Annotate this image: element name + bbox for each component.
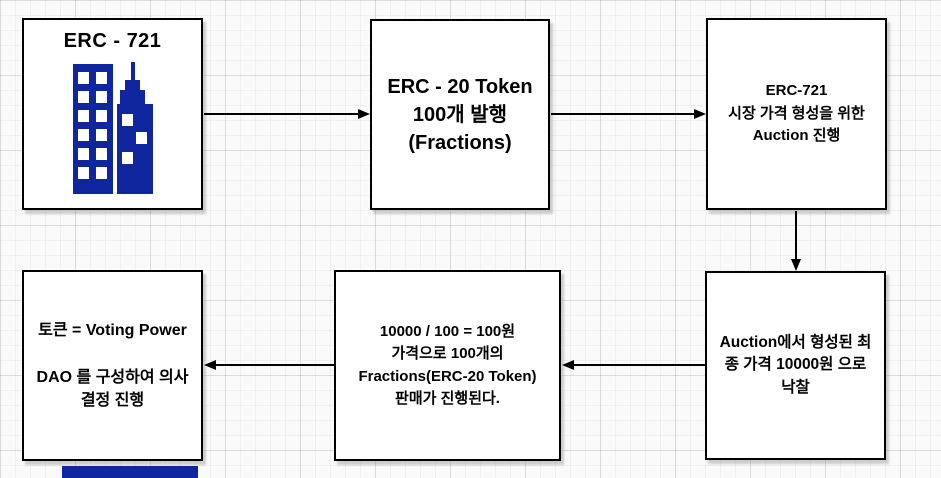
arrowhead-right-icon <box>694 109 706 119</box>
arrowhead-right-icon <box>358 109 370 119</box>
edge-line <box>216 364 334 366</box>
edge-line <box>204 113 358 115</box>
node-fraction-sale[interactable]: 10000 / 100 = 100원 가격으로 100개의 Fractions(… <box>334 270 561 461</box>
node-erc20-mint-text: ERC - 20 Token 100개 발행 (Fractions) <box>387 75 533 154</box>
edge-line <box>795 211 797 259</box>
arrowhead-down-icon <box>791 259 801 271</box>
edge-line <box>574 364 705 366</box>
node-dao-text: 토큰 = Voting Power DAO 를 구성하여 의사 결정 진행 <box>36 322 189 409</box>
node-erc721-title: ERC - 721 <box>63 30 162 52</box>
node-fraction-sale-text: 10000 / 100 = 100원 가격으로 100개의 Fractions(… <box>358 322 537 408</box>
node-dao[interactable]: 토큰 = Voting Power DAO 를 구성하여 의사 결정 진행 <box>22 270 203 461</box>
bottom-blue-bar <box>62 466 198 478</box>
buildings-icon <box>72 62 153 194</box>
node-erc721[interactable]: ERC - 721 <box>22 18 203 210</box>
edge-line <box>551 113 694 115</box>
node-auction-text: ERC-721 시장 가격 형성을 위한 Auction 진행 <box>728 82 865 145</box>
node-winning-bid-text: Auction에서 형성된 최 종 가격 10000원 으로 낙찰 <box>719 333 872 396</box>
node-winning-bid[interactable]: Auction에서 형성된 최 종 가격 10000원 으로 낙찰 <box>705 271 886 460</box>
arrowhead-left-icon <box>204 360 216 370</box>
arrowhead-left-icon <box>562 360 574 370</box>
node-erc20-mint[interactable]: ERC - 20 Token 100개 발행 (Fractions) <box>370 19 550 210</box>
node-auction[interactable]: ERC-721 시장 가격 형성을 위한 Auction 진행 <box>706 18 887 210</box>
